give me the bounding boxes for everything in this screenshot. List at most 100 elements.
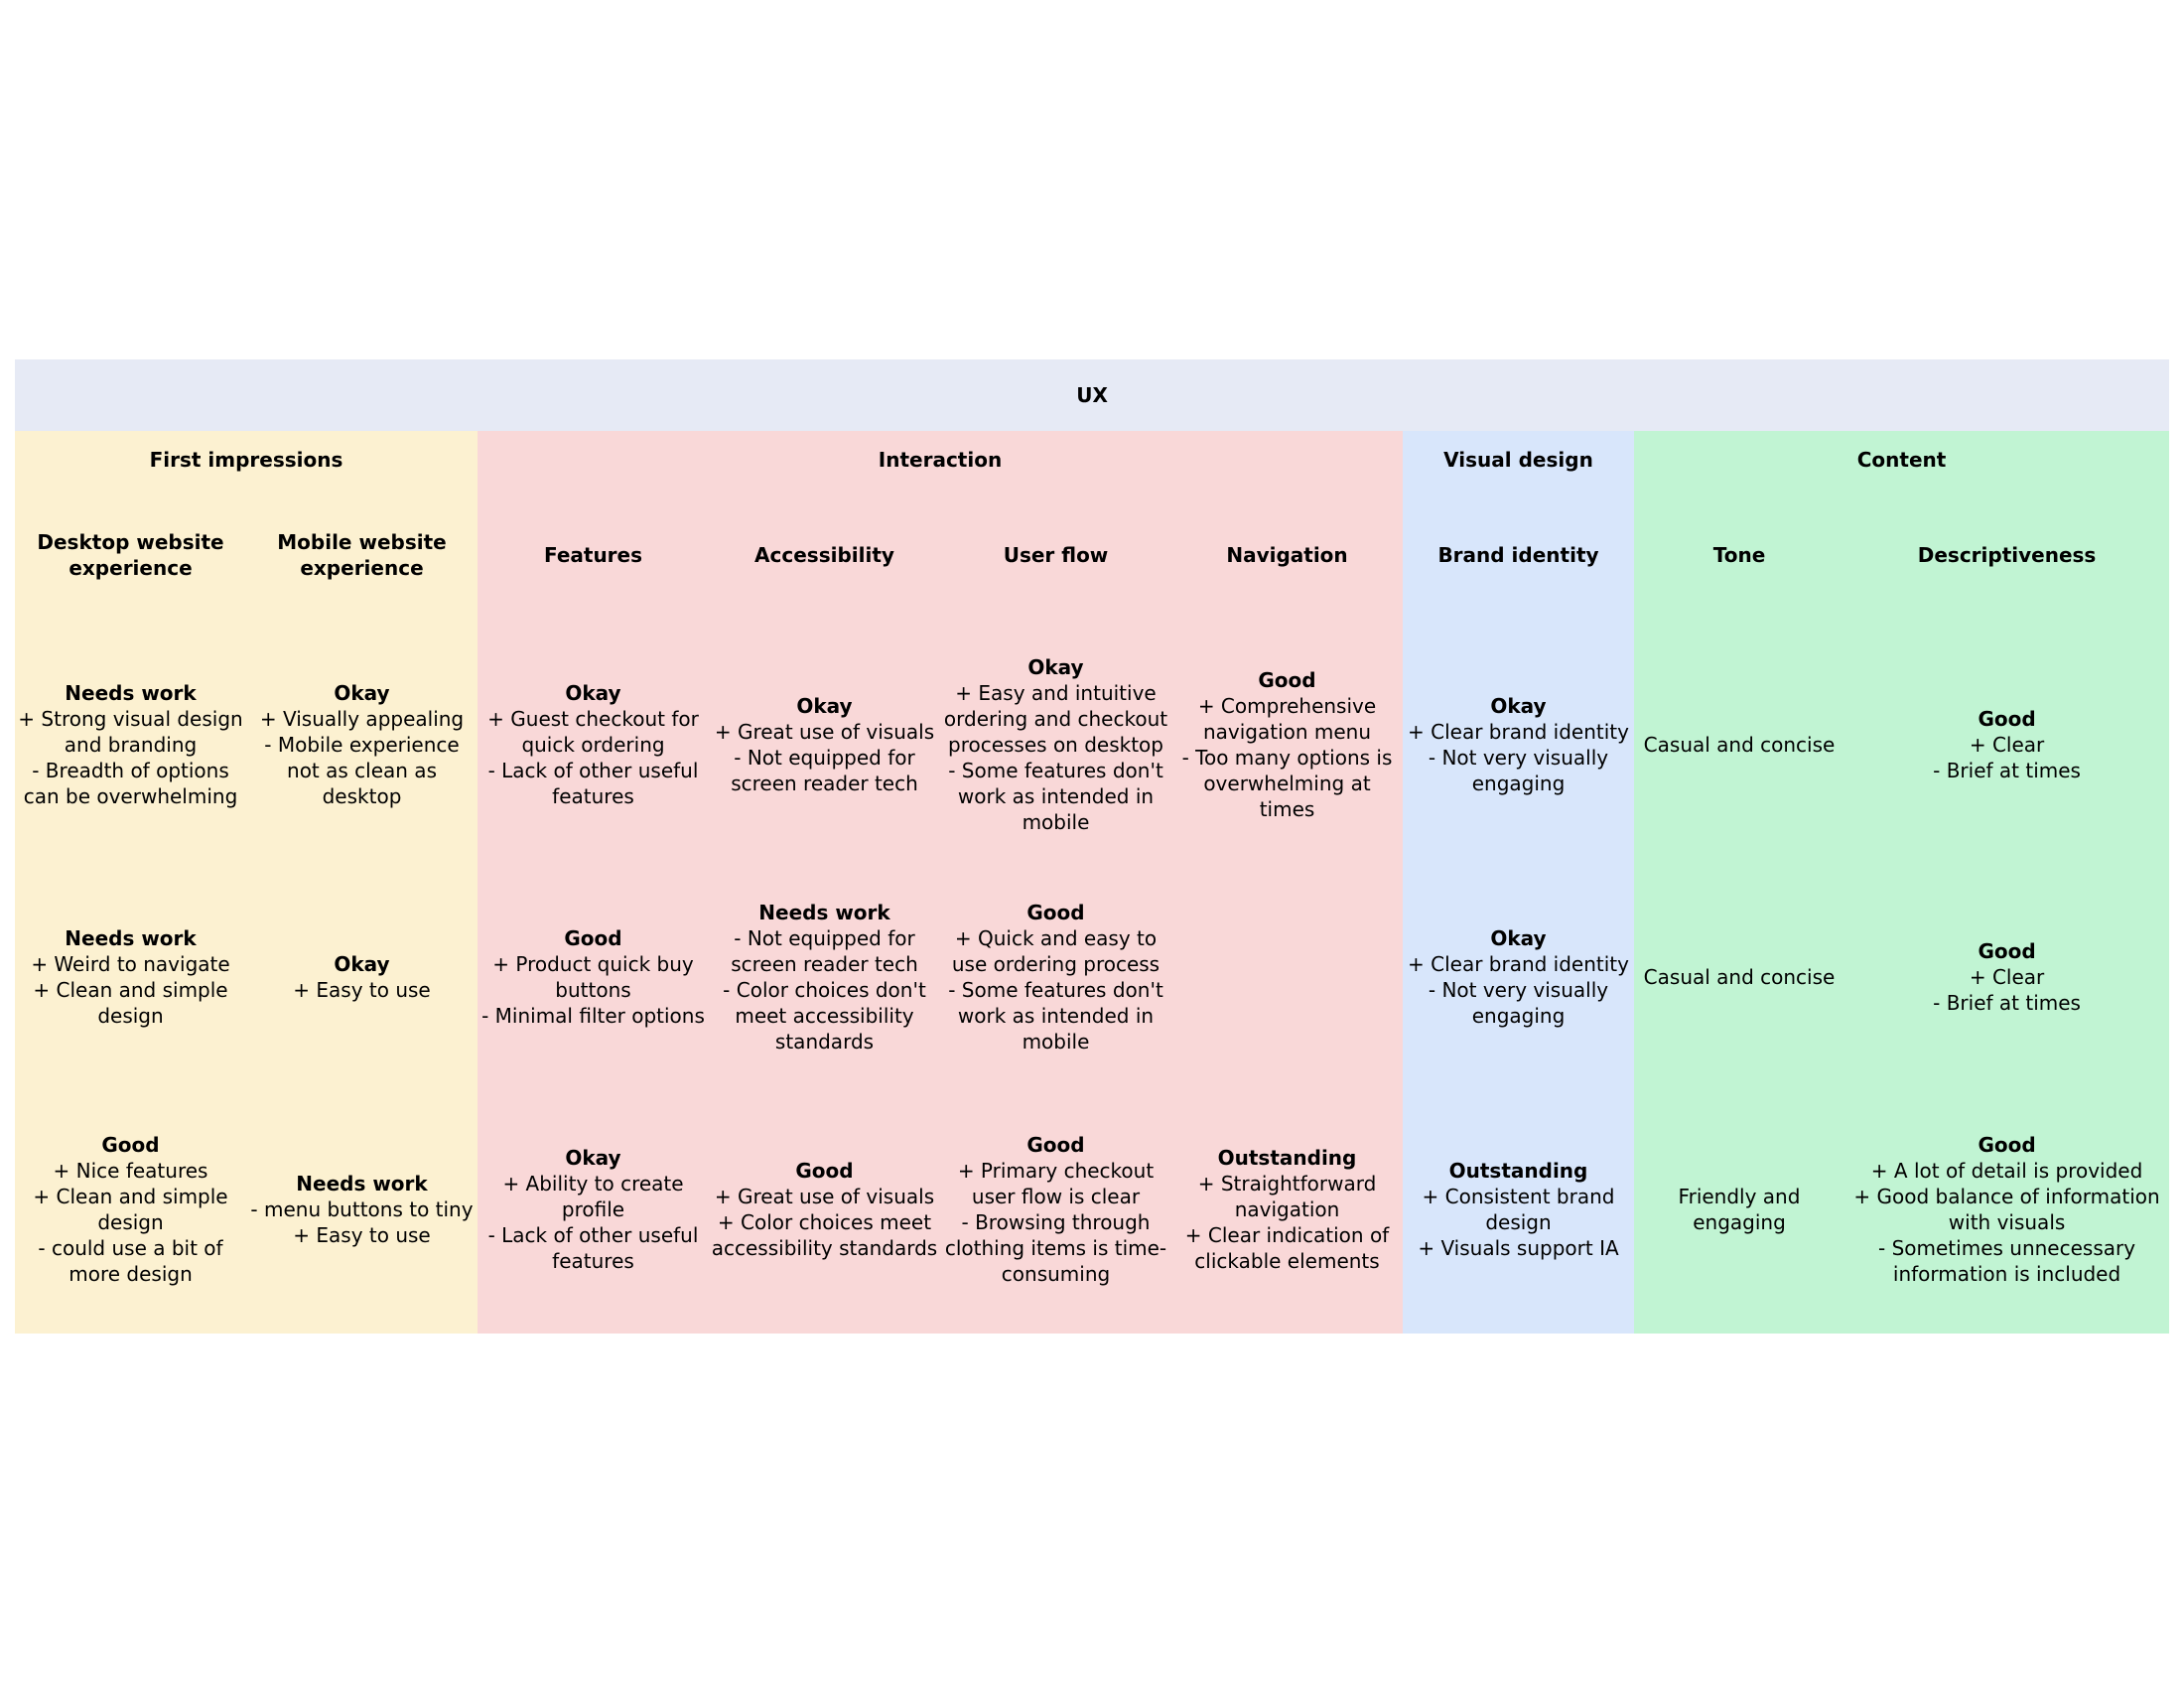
note-text: - Some features don't work as intended i… — [948, 978, 1163, 1054]
rating-label: Needs work — [65, 681, 197, 705]
title-row: UX — [15, 359, 2170, 431]
table-cell: Casual and concise — [1634, 621, 1844, 869]
rating-label: Good — [1978, 1133, 2036, 1157]
note-text: - Brief at times — [1933, 991, 2081, 1015]
table-cell — [1171, 869, 1403, 1085]
note-text: + Weird to navigate — [31, 952, 230, 976]
column-header-accessibility: Accessibility — [709, 489, 940, 621]
table-cell: Good+ Quick and easy to use ordering pro… — [940, 869, 1171, 1085]
rating-label: Okay — [334, 681, 390, 705]
note-text: Friendly and engaging — [1678, 1185, 1801, 1234]
note-text: + Great use of visuals — [714, 1185, 935, 1208]
rating-label: Okay — [1490, 694, 1547, 718]
rating-label: Okay — [565, 1146, 621, 1170]
column-header-user-flow: User flow — [940, 489, 1171, 621]
column-header-brand-identity: Brand identity — [1403, 489, 1634, 621]
note-text: + Comprehensive navigation menu — [1197, 694, 1377, 744]
table-cell: Good+ Clear- Brief at times — [1844, 869, 2170, 1085]
table-cell: Okay+ Visually appealing- Mobile experie… — [246, 621, 478, 869]
note-text: - Not very visually engaging — [1428, 746, 1609, 795]
table-cell: Okay+ Clear brand identity- Not very vis… — [1403, 869, 1634, 1085]
note-text: + Clean and simple design — [33, 978, 228, 1028]
group-interaction: Interaction — [478, 431, 1403, 489]
note-text: - Color choices don't meet accessibility… — [723, 978, 926, 1054]
note-text: + Ability to create profile — [502, 1172, 684, 1221]
ux-evaluation-table: UX First impressions Interaction Visual … — [15, 359, 2170, 1334]
note-text: - Sometimes unnecessary information is i… — [1878, 1236, 2136, 1286]
table-cell: Good+ Primary checkout user flow is clea… — [940, 1085, 1171, 1334]
table-row: Needs work+ Strong visual design and bra… — [15, 621, 2170, 869]
group-first-impressions: First impressions — [15, 431, 478, 489]
note-text: + Color choices meet accessibility stand… — [711, 1210, 938, 1260]
rating-label: Outstanding — [1448, 1159, 1588, 1183]
column-header-mobile: Mobile website experience — [246, 489, 478, 621]
note-text: + Great use of visuals — [714, 720, 935, 744]
table-cell: Outstanding+ Straightforward navigation+… — [1171, 1085, 1403, 1334]
table-cell: Okay+ Clear brand identity- Not very vis… — [1403, 621, 1634, 869]
note-text: + Quick and easy to use ordering process — [951, 926, 1160, 976]
note-text: + Easy and intuitive ordering and checko… — [943, 681, 1168, 757]
note-text: + Clear — [1969, 733, 2045, 757]
table-cell: Needs work- Not equipped for screen read… — [709, 869, 940, 1085]
table-cell: Good+ Great use of visuals+ Color choice… — [709, 1085, 940, 1334]
column-header-desktop: Desktop website experience — [15, 489, 246, 621]
note-text: - Browsing through clothing items is tim… — [944, 1210, 1167, 1286]
note-text: + Clean and simple design — [33, 1185, 228, 1234]
note-text: + Consistent brand design — [1422, 1185, 1615, 1234]
rating-label: Needs work — [758, 901, 890, 924]
note-text: - Minimal filter options — [481, 1004, 705, 1028]
rating-label: Good — [1026, 1133, 1085, 1157]
rating-label: Good — [1978, 939, 2036, 963]
note-text: Casual and concise — [1643, 733, 1836, 757]
rating-label: Good — [1258, 668, 1316, 692]
note-text: + Strong visual design and branding — [18, 707, 243, 757]
note-text: - Some features don't work as intended i… — [948, 759, 1163, 834]
table-cell: Good+ Comprehensive navigation menu- Too… — [1171, 621, 1403, 869]
note-text: + Nice features — [53, 1159, 208, 1183]
table-cell: Good+ Clear- Brief at times — [1844, 621, 2170, 869]
note-text: + Clear indication of clickable elements — [1184, 1223, 1390, 1273]
note-text: + Clear — [1969, 965, 2045, 989]
note-text: - Not equipped for screen reader tech — [731, 926, 918, 976]
rating-label: Good — [101, 1133, 160, 1157]
column-header-descriptiveness: Descriptiveness — [1844, 489, 2170, 621]
column-header-row: Desktop website experience Mobile websit… — [15, 489, 2170, 621]
note-text: - could use a bit of more design — [38, 1236, 223, 1286]
table-cell: Needs work+ Strong visual design and bra… — [15, 621, 246, 869]
note-text: + Visuals support IA — [1418, 1236, 1619, 1260]
table-cell: Good+ A lot of detail is provided+ Good … — [1844, 1085, 2170, 1334]
note-text: + Easy to use — [293, 1223, 431, 1247]
table-cell: Outstanding+ Consistent brand design+ Vi… — [1403, 1085, 1634, 1334]
note-text: + Visually appealing — [259, 707, 465, 731]
rating-label: Good — [795, 1159, 854, 1183]
note-text: - menu buttons to tiny — [250, 1197, 474, 1221]
column-header-navigation: Navigation — [1171, 489, 1403, 621]
rating-label: Okay — [796, 694, 853, 718]
column-header-tone: Tone — [1634, 489, 1844, 621]
table-title: UX — [15, 359, 2170, 431]
column-header-features: Features — [478, 489, 709, 621]
rating-label: Needs work — [65, 926, 197, 950]
table-cell: Good+ Product quick buy buttons- Minimal… — [478, 869, 709, 1085]
table-cell: Okay+ Easy and intuitive ordering and ch… — [940, 621, 1171, 869]
note-text: - Mobile experience not as clean as desk… — [264, 733, 460, 808]
group-header-row: First impressions Interaction Visual des… — [15, 431, 2170, 489]
table-cell: Casual and concise — [1634, 869, 1844, 1085]
rating-label: Okay — [565, 681, 621, 705]
note-text: Casual and concise — [1643, 965, 1836, 989]
note-text: + A lot of detail is provided — [1870, 1159, 2143, 1183]
table-cell: Needs work+ Weird to navigate+ Clean and… — [15, 869, 246, 1085]
table-cell: Okay+ Ability to create profile- Lack of… — [478, 1085, 709, 1334]
note-text: + Clear brand identity — [1408, 952, 1629, 976]
note-text: + Straightforward navigation — [1197, 1172, 1377, 1221]
group-content: Content — [1634, 431, 2170, 489]
table-row: Good+ Nice features+ Clean and simple de… — [15, 1085, 2170, 1334]
table-cell: Okay+ Great use of visuals- Not equipped… — [709, 621, 940, 869]
note-text: - Too many options is overwhelming at ti… — [1181, 746, 1393, 821]
table-cell: Needs work- menu buttons to tiny+ Easy t… — [246, 1085, 478, 1334]
note-text: + Guest checkout for quick ordering — [487, 707, 699, 757]
rating-label: Needs work — [296, 1172, 428, 1196]
note-text: - Breadth of options can be overwhelming — [23, 759, 238, 808]
rating-label: Okay — [334, 952, 390, 976]
table-cell: Okay+ Guest checkout for quick ordering-… — [478, 621, 709, 869]
